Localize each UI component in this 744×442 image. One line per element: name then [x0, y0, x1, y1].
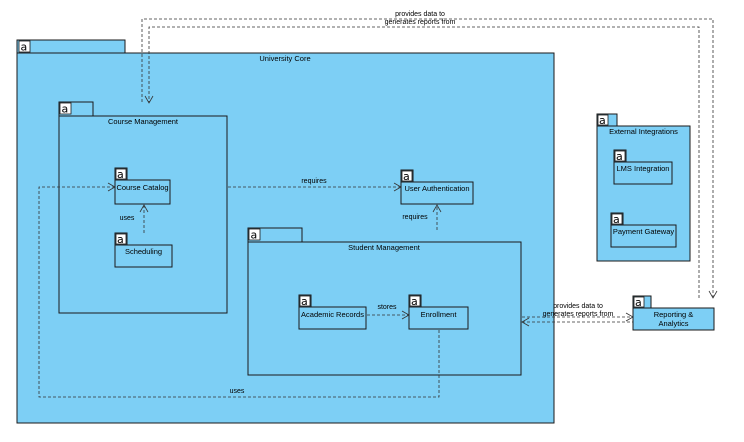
relation-label: stores	[377, 304, 397, 311]
dependency-enrollment-catalog[interactable]: uses	[38, 182, 440, 398]
package-title: Course Management	[108, 117, 179, 126]
relation-label: provides data to	[553, 303, 603, 310]
package-icon	[409, 295, 421, 307]
package-icon-glyph: a	[301, 295, 308, 308]
package-course-management[interactable]: a Course Management	[58, 101, 228, 314]
package-title: User Authentication	[404, 184, 469, 193]
package-title: University Core	[259, 54, 310, 63]
package-icon-glyph: a	[21, 41, 28, 54]
package-title: LMS Integration	[617, 164, 670, 173]
package-icon	[115, 168, 127, 180]
package-course-catalog[interactable]: a Course Catalog	[114, 167, 171, 205]
package-icon	[633, 296, 645, 308]
package-icon-glyph: a	[616, 150, 623, 163]
package-title-line1: Reporting &	[654, 310, 694, 319]
relation-label: uses	[120, 215, 135, 222]
package-icon-glyph: a	[251, 229, 258, 242]
package-icon	[299, 295, 311, 307]
dependency-scheduling-catalog[interactable]: uses	[120, 204, 149, 233]
package-title: Academic Records	[301, 310, 364, 319]
package-payment-gateway[interactable]: a Payment Gateway	[610, 212, 677, 248]
dependency-reporting-course-management[interactable]: provides data to generates reports from	[141, 11, 718, 299]
package-lms-integration[interactable]: a LMS Integration	[613, 149, 673, 185]
package-icon-glyph: a	[411, 295, 418, 308]
package-user-authentication[interactable]: a User Authentication	[400, 169, 474, 205]
package-academic-records[interactable]: a Academic Records	[298, 294, 367, 330]
package-icon-glyph: a	[117, 168, 124, 181]
dependency-enrollment-auth[interactable]: requires	[402, 204, 442, 230]
package-icon	[18, 40, 31, 53]
dependency-catalog-auth[interactable]: requires	[228, 178, 402, 192]
package-reporting-analytics[interactable]: a Reporting & Analytics	[632, 295, 715, 331]
package-icon-glyph: a	[613, 213, 620, 226]
relation-label: generates reports from	[385, 19, 456, 26]
relation-label: provides data to	[395, 11, 445, 18]
package-title: Student Management	[348, 243, 421, 252]
package-enrollment[interactable]: a Enrollment	[408, 294, 469, 330]
package-scheduling[interactable]: a Scheduling	[114, 232, 173, 268]
package-title-line2: Analytics	[658, 319, 688, 328]
package-icon	[248, 228, 261, 241]
package-title: Course Catalog	[116, 183, 168, 192]
package-title: External Integrations	[609, 127, 678, 136]
package-title: Enrollment	[421, 310, 458, 319]
relation-label: generates reports from	[543, 311, 614, 318]
package-icon-glyph: a	[599, 114, 606, 127]
package-icon-glyph: a	[403, 170, 410, 183]
package-icon-glyph: a	[62, 103, 69, 116]
package-title: Scheduling	[125, 247, 162, 256]
package-icon	[614, 150, 626, 162]
relation-label: uses	[230, 388, 245, 395]
package-icon	[401, 170, 413, 182]
dependency-records-enrollment[interactable]: stores	[367, 304, 410, 320]
package-icon-glyph: a	[117, 233, 124, 246]
relation-label: requires	[402, 214, 428, 221]
package-student-management[interactable]: a Student Management	[247, 227, 522, 376]
package-icon	[115, 233, 127, 245]
package-icon	[59, 102, 72, 115]
package-title: Payment Gateway	[613, 227, 675, 236]
dependency-student-management-reporting[interactable]: provides data to generates reports from	[521, 303, 634, 327]
package-icon	[611, 213, 623, 225]
package-icon	[597, 114, 609, 126]
relation-label: requires	[301, 178, 327, 185]
package-icon-glyph: a	[635, 296, 642, 309]
